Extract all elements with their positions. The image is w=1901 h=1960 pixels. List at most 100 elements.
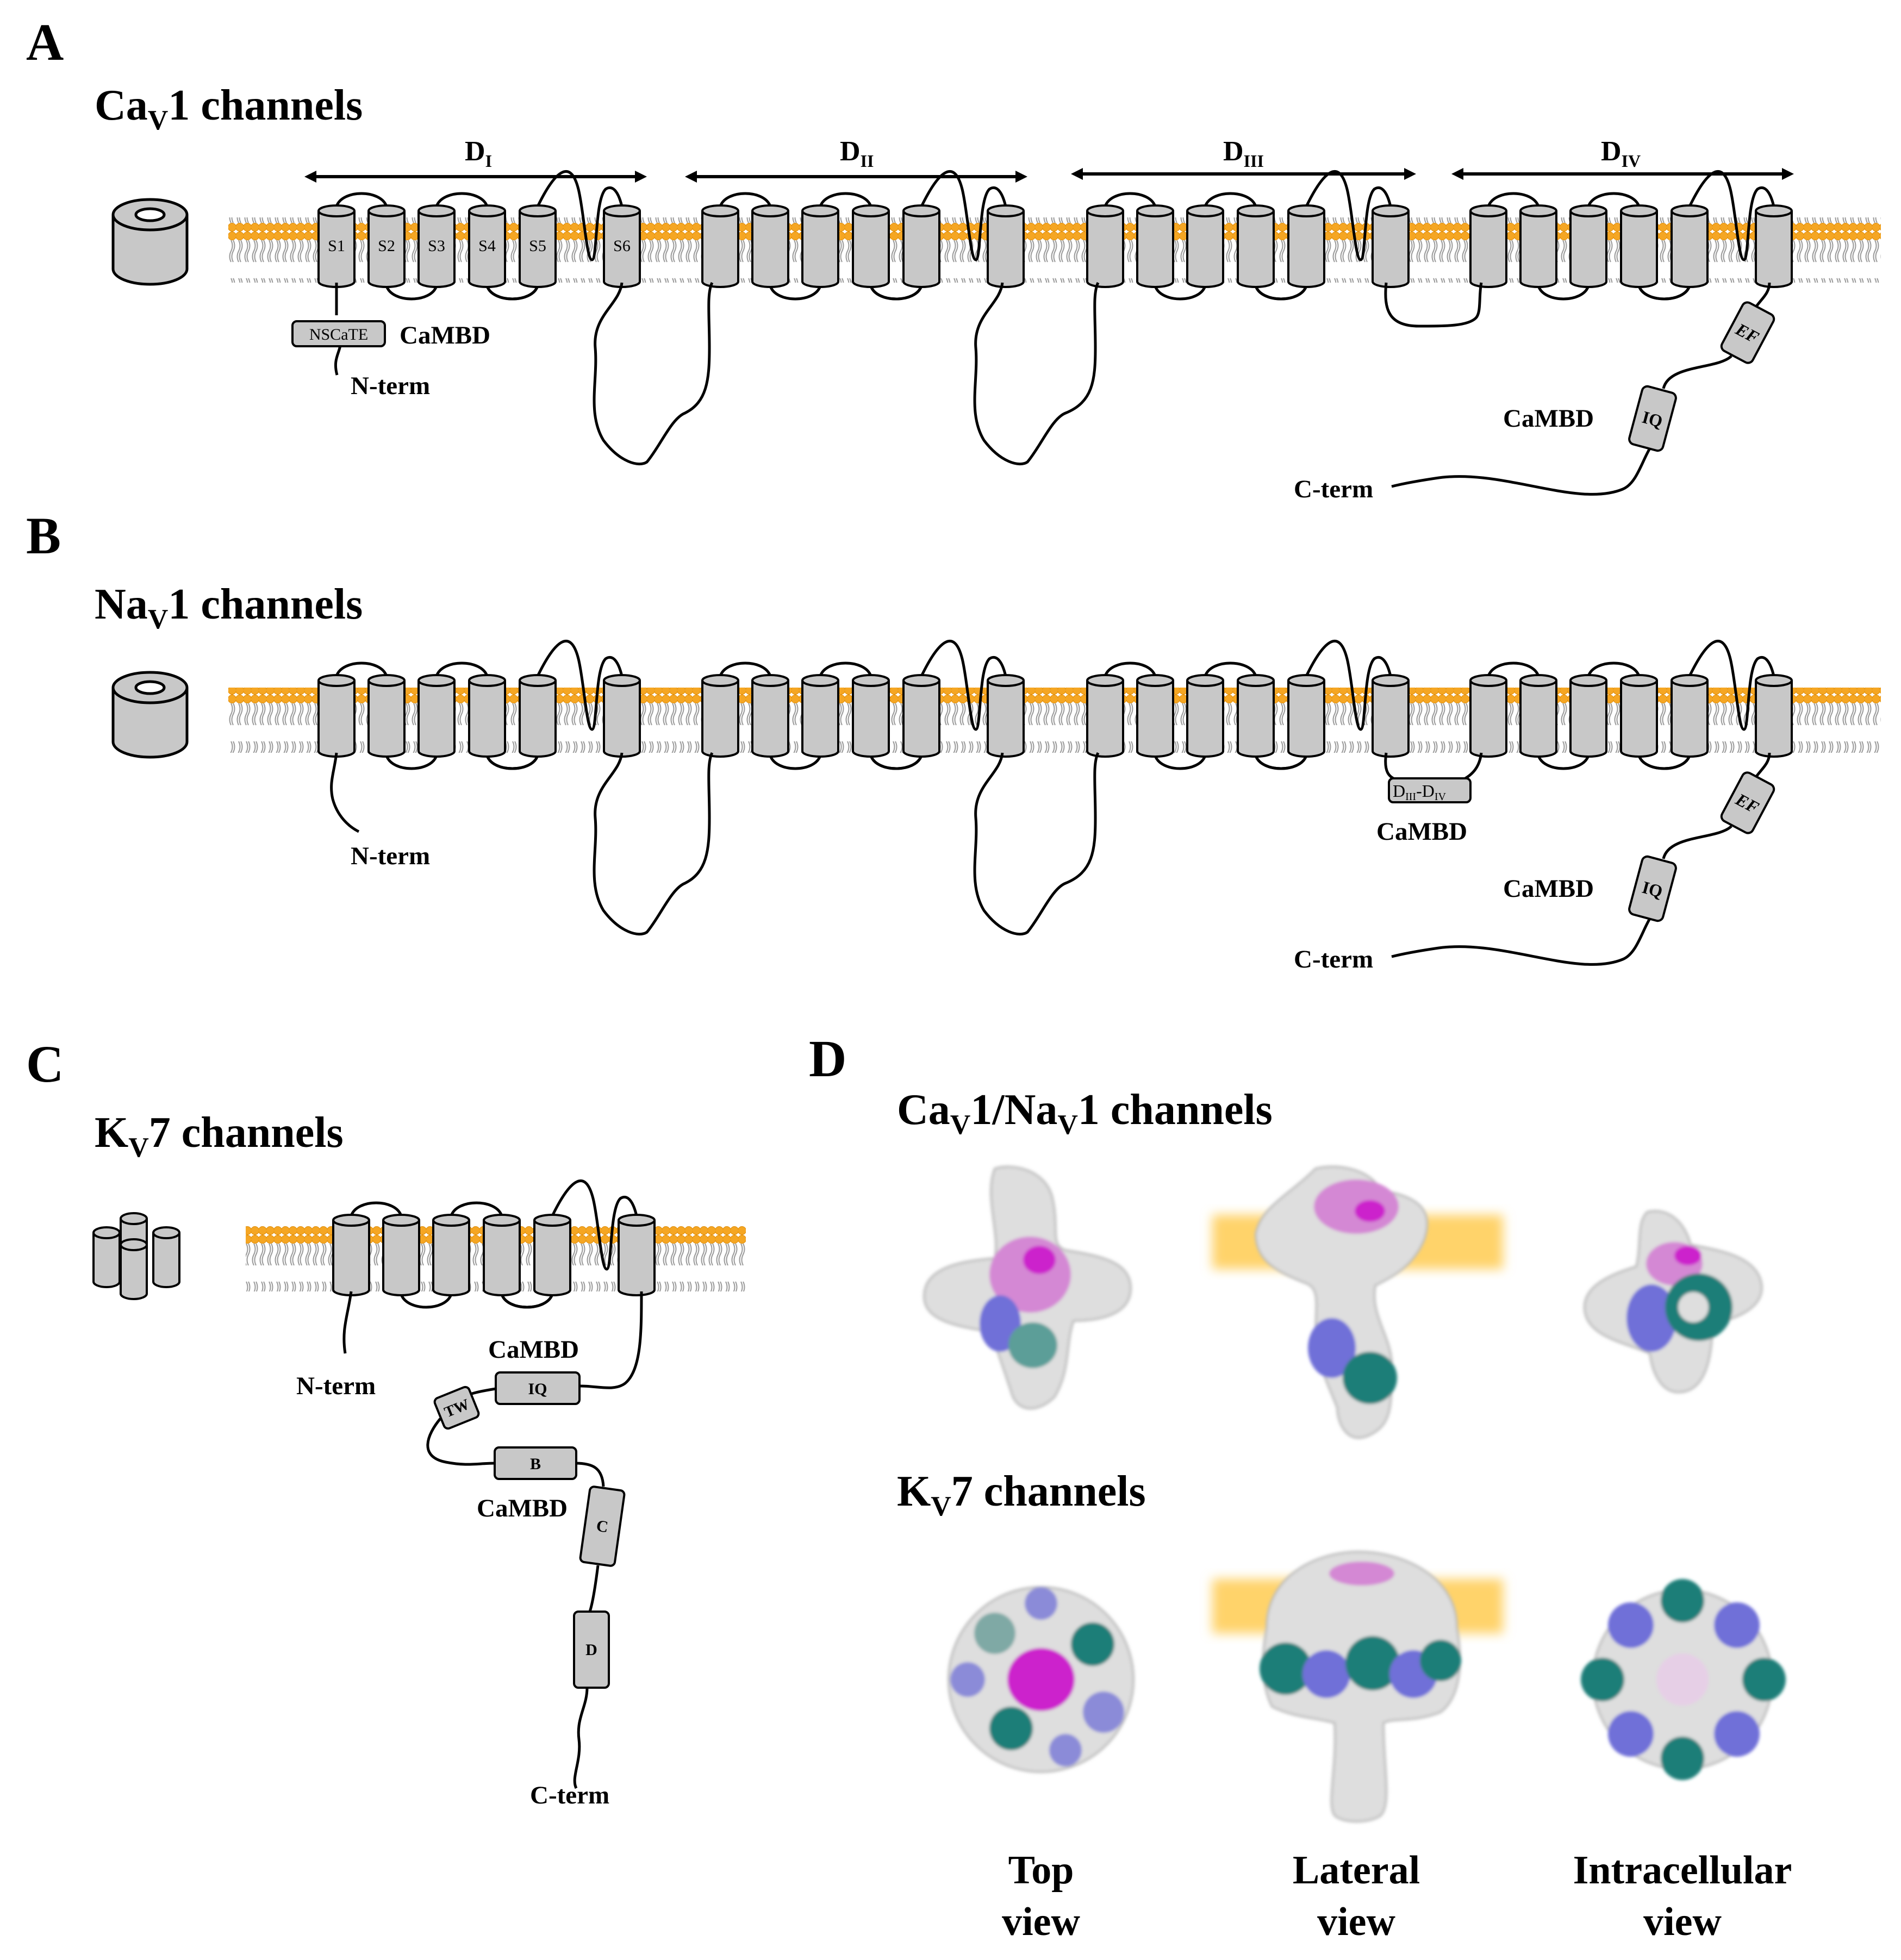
cav1-d4-helix-s5 xyxy=(1671,204,1709,288)
cav1-d3-helix-s5 xyxy=(1287,204,1325,288)
loop-segment xyxy=(1254,754,1308,770)
kv7-nterm-label: N-term xyxy=(296,1372,376,1400)
panel-letter-b: B xyxy=(26,507,61,565)
loop-segment xyxy=(551,1179,638,1271)
loop-segment xyxy=(1104,192,1157,208)
cav1-helices xyxy=(317,170,1793,301)
nav1-d3-helix-s4 xyxy=(1237,674,1275,758)
nav1-cterm-label: C-term xyxy=(1294,945,1373,973)
cav1-d4-helix-s6 xyxy=(1755,204,1793,288)
panel-letter-c: C xyxy=(26,1035,64,1093)
helix-label-s3: S3 xyxy=(428,237,445,255)
panel-d-title-1: CaV1/NaV1 channels xyxy=(897,1086,1273,1140)
cav1-d2-helix-s1 xyxy=(701,204,739,288)
cav1-d4-helix-s4 xyxy=(1620,204,1658,288)
loop-segment xyxy=(400,1293,453,1309)
cav1-d1-helix-s5 xyxy=(519,204,557,288)
loop-segment xyxy=(1487,192,1540,208)
kv7-tetramer-icon xyxy=(92,1212,180,1300)
nav1-d1-helix-s2 xyxy=(367,674,406,758)
nav1-d1-helix-s4 xyxy=(468,674,506,758)
cav1-cterm-label: C-term xyxy=(1294,475,1373,503)
domain-label-diii: DIII xyxy=(1223,136,1264,171)
helix-labels: S1 S2 S3 S4 S5 S6 xyxy=(328,237,631,255)
nav1-d2-helix-s4 xyxy=(852,674,890,758)
top-view-label-line1: Top xyxy=(1008,1848,1074,1893)
cav1-d4-helix-s1 xyxy=(1469,204,1507,288)
loop-segment xyxy=(1688,170,1775,261)
nav1-d3-helix-s3 xyxy=(1186,674,1224,758)
nav1-diii-div-linker-box: DIII-DIV xyxy=(1388,777,1472,803)
kv7-helix-s6 xyxy=(618,1214,656,1296)
loop-segment xyxy=(1154,754,1207,770)
kv7-top-view-structure xyxy=(948,1586,1135,1773)
loop-segment xyxy=(869,754,923,770)
top-view-label-line2: view xyxy=(1002,1900,1080,1944)
helix-label-s4: S4 xyxy=(478,237,496,255)
nav1-d1-helix-s3 xyxy=(417,674,456,758)
domain-label-di: DI xyxy=(465,136,492,171)
loop-segment xyxy=(1587,661,1641,677)
cav1-channel-icon xyxy=(111,198,189,286)
cav1-ef-box: EF xyxy=(1720,301,1775,364)
loop-segment xyxy=(1254,285,1308,301)
loop-segment xyxy=(769,754,822,770)
nav1-d4-helix-s6 xyxy=(1755,674,1793,758)
loop-segment xyxy=(1204,192,1257,208)
panel-b-nav1-diagram: DIII-DIV CaMBD N-term EF IQ CaMBD C-term xyxy=(111,640,1881,973)
kv7-cytoplasmic-chain xyxy=(342,1291,643,1789)
cav1-d4-helix-s3 xyxy=(1569,204,1607,288)
nav1-d4-helix-s1 xyxy=(1469,674,1507,758)
cav1-d3-helix-s4 xyxy=(1237,204,1275,288)
loop-segment xyxy=(719,192,772,208)
loop-segment xyxy=(1637,754,1691,770)
nav1-d4-helix-s4 xyxy=(1620,674,1658,758)
nav1-iq-box: IQ xyxy=(1628,855,1677,922)
domain-label-dii: DII xyxy=(840,136,874,171)
cav-nav-lateral-view-structure xyxy=(1254,1165,1429,1439)
loop-segment xyxy=(1305,170,1392,261)
loop-segment xyxy=(500,1293,554,1309)
nav1-d4-helix-s2 xyxy=(1519,674,1557,758)
helix-label-s2: S2 xyxy=(378,237,395,255)
loop-segment xyxy=(1637,754,1691,770)
loop-segment xyxy=(350,1201,403,1217)
kv7-camb-2-label: CaMBD xyxy=(477,1494,568,1522)
kv7-c-box: C xyxy=(579,1485,626,1567)
svg-text:B: B xyxy=(530,1455,541,1473)
loop-segment xyxy=(1487,661,1540,677)
loop-segment xyxy=(335,192,388,208)
cav1-d3-helix-s1 xyxy=(1086,204,1124,288)
loop-segment xyxy=(385,285,438,301)
nav1-d1-helix-s1 xyxy=(317,674,356,758)
view-labels: Top view Lateral view Intracellular view xyxy=(1002,1848,1792,1944)
panel-d-structures: Top view Lateral view Intracellular view xyxy=(923,1165,1792,1944)
loop-segment xyxy=(1204,661,1257,677)
panel-b-title: NaV1 channels xyxy=(95,580,363,635)
loop-segment xyxy=(769,285,822,301)
panel-letter-a: A xyxy=(26,13,64,71)
loop-segment xyxy=(485,285,539,301)
nav1-d1-helix-s6 xyxy=(603,674,641,758)
kv7-cterm-label: C-term xyxy=(530,1781,609,1809)
cav1-d1-helix-s4 xyxy=(468,204,506,288)
kv7-helices xyxy=(332,1179,656,1309)
nav1-d2-helix-s3 xyxy=(801,674,839,758)
cav1-d1-helix-s1 xyxy=(317,204,356,288)
kv7-b-box: B xyxy=(494,1446,577,1480)
panel-titles: A CaV1 channels B NaV1 channels C KV7 ch… xyxy=(26,13,1273,1522)
cav1-d4-helix-s2 xyxy=(1519,204,1557,288)
panel-c-kv7-diagram: IQ TW B C D N-term CaMBD CaMBD C-term xyxy=(92,1179,746,1809)
cav1-d2-helix-s5 xyxy=(902,204,940,288)
nav1-channel-icon xyxy=(111,671,189,759)
svg-text:NSCaTE: NSCaTE xyxy=(309,326,368,344)
loop-segment xyxy=(536,640,624,731)
helix-label-s6: S6 xyxy=(613,237,631,255)
kv7-tw-box: TW xyxy=(433,1385,480,1430)
kv7-helix-s3 xyxy=(432,1214,470,1296)
loop-segment xyxy=(485,754,539,770)
domain-brackets xyxy=(304,168,1794,183)
loop-segment xyxy=(335,661,388,677)
loop-segment xyxy=(385,754,438,770)
